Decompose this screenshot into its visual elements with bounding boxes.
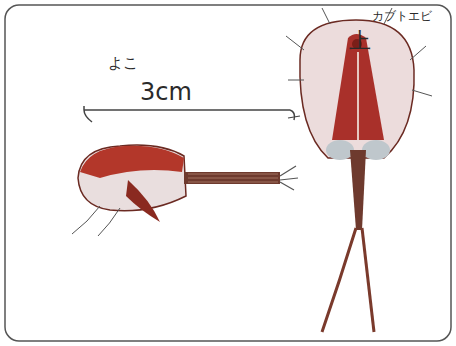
- view-label: よこ: [108, 56, 138, 71]
- species-name: カブトエビ: [372, 10, 432, 22]
- view-label: 上: [349, 30, 371, 52]
- dimension-label: 3cm: [140, 80, 192, 104]
